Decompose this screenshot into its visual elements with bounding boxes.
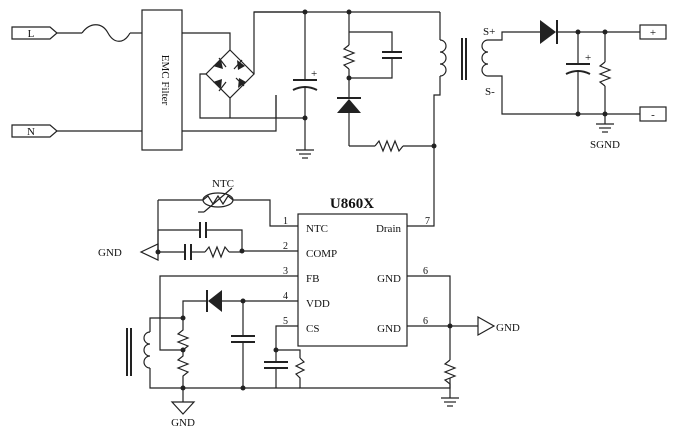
label-l: L — [28, 28, 35, 40]
pin-name-vdd: VDD — [306, 298, 330, 310]
gnd-left-label: GND — [98, 247, 122, 259]
pin-num-3: 3 — [283, 266, 288, 277]
pin-num-7: 7 — [425, 216, 430, 227]
pin-num-2: 2 — [283, 241, 288, 252]
vdd-capacitor — [231, 301, 255, 388]
pin-name-ntc: NTC — [306, 223, 328, 235]
pin-num-5: 5 — [283, 316, 288, 327]
sgnd-label: SGND — [590, 139, 620, 151]
bridge-rectifier — [205, 49, 255, 99]
aux-winding — [126, 317, 183, 389]
svg-text:+: + — [311, 68, 317, 80]
drain-resistor — [374, 139, 404, 153]
pin-name-cs: CS — [306, 323, 319, 335]
pin-name-gnd-1: GND — [377, 273, 401, 285]
transformer: S+ S- — [433, 12, 495, 146]
comp-network — [155, 222, 298, 260]
ic-name: U860X — [330, 196, 374, 212]
vdd-diode — [182, 290, 298, 318]
terminal-n: N — [11, 124, 58, 138]
gnd-bottom-label: GND — [171, 417, 195, 429]
emc-filter: EMC Filter — [141, 9, 183, 151]
gnd-right-symbol: GND — [477, 315, 520, 337]
s-minus-label: S- — [485, 86, 495, 98]
pin-num-6a: 6 — [423, 266, 428, 277]
pin-name-drain: Drain — [376, 223, 402, 235]
fb-divider — [176, 318, 190, 388]
label-n: N — [27, 126, 35, 138]
snubber — [342, 12, 402, 81]
output-diode — [540, 20, 640, 44]
emc-filter-label: EMC Filter — [159, 55, 171, 106]
pin-num-6b: 6 — [423, 316, 428, 327]
pin-name-gnd-2: GND — [377, 323, 401, 335]
out-minus-label: - — [651, 109, 655, 121]
snubber-diode — [337, 78, 361, 146]
output-capacitor: + — [565, 32, 591, 114]
pin-num-4: 4 — [283, 291, 288, 302]
ntc-thermistor: NTC — [158, 178, 298, 227]
cs-network — [264, 325, 451, 389]
terminal-out-plus: + — [639, 24, 667, 40]
pin-num-1: 1 — [283, 216, 288, 227]
gnd-left-symbol: GND — [98, 243, 159, 261]
fuse — [57, 24, 142, 42]
ntc-label: NTC — [212, 178, 234, 190]
cs-resistor — [440, 326, 460, 407]
s-plus-label: S+ — [483, 26, 495, 38]
gnd-right-label: GND — [496, 322, 520, 334]
bulk-capacitor: + — [292, 12, 318, 159]
gnd-bottom-symbol: GND — [170, 388, 196, 429]
ic-u860x: U860X NTC COMP FB VDD CS GND GND Drain 1… — [283, 196, 430, 347]
svg-text:+: + — [585, 52, 591, 64]
pin-name-comp: COMP — [306, 248, 337, 260]
terminal-out-minus: - — [639, 106, 667, 122]
terminal-l: L — [11, 26, 58, 40]
pin-name-fb: FB — [306, 273, 319, 285]
out-plus-label: + — [650, 27, 656, 39]
output-resistor — [598, 32, 612, 114]
